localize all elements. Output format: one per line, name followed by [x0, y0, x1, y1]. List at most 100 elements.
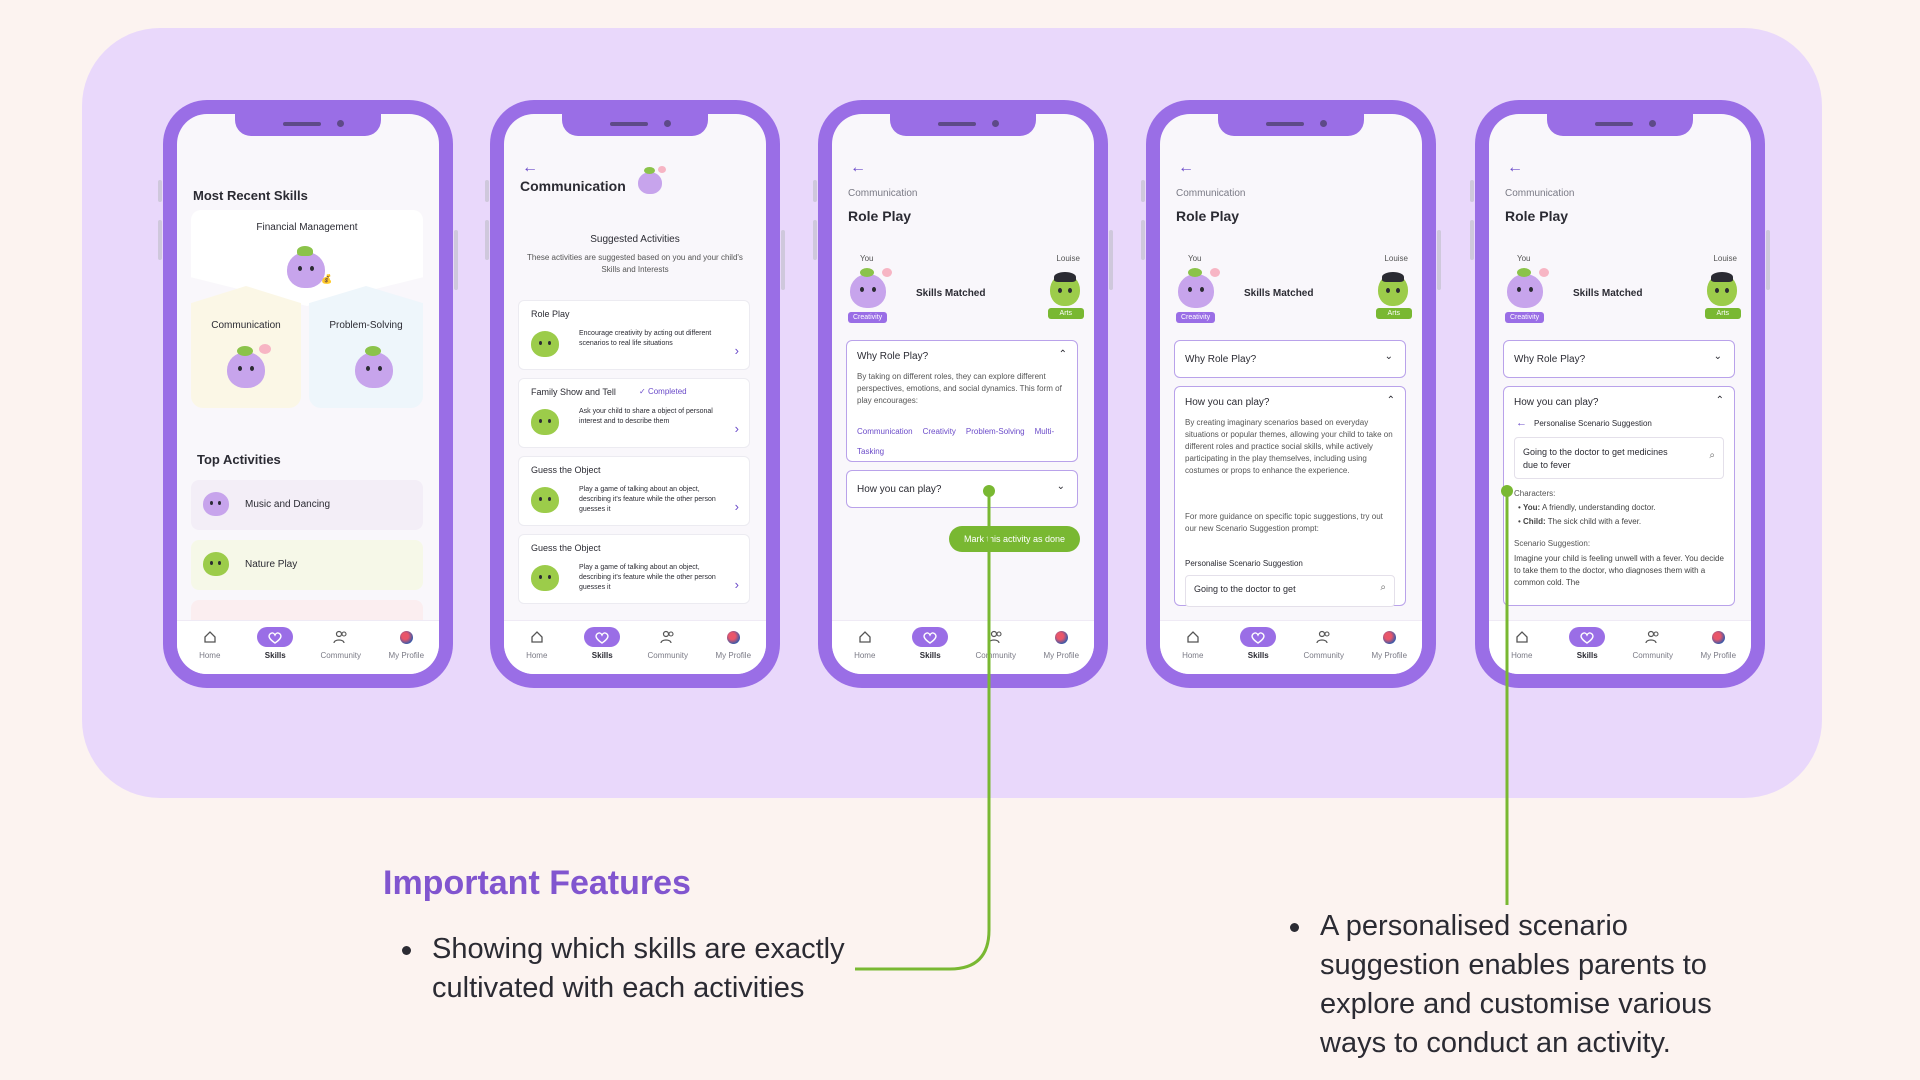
- chevron-down-icon[interactable]: ⌄: [1056, 481, 1065, 492]
- back-arrow-icon[interactable]: ←: [1507, 159, 1523, 176]
- nav-skills[interactable]: Skills: [1559, 627, 1615, 660]
- nav-community[interactable]: Community: [313, 627, 369, 660]
- scenario-input[interactable]: Going to the doctor to get medicines due…: [1514, 437, 1724, 479]
- section-title: Suggested Activities: [590, 234, 680, 245]
- chevron-down-icon[interactable]: ⌄: [1384, 351, 1393, 362]
- nav-community[interactable]: Community: [1296, 627, 1352, 660]
- skill-name: Financial Management: [256, 222, 358, 233]
- chevron-down-icon[interactable]: ⌄: [1713, 351, 1722, 362]
- nav-profile[interactable]: My Profile: [705, 627, 761, 660]
- screen: Most Recent Skills Financial Management …: [177, 114, 439, 674]
- skill-name: Communication: [211, 320, 281, 331]
- nav-community[interactable]: Community: [640, 627, 696, 660]
- mascot-icon: 💰: [287, 246, 332, 288]
- heart-icon: [1580, 631, 1594, 644]
- accordion-how[interactable]: How you can play? ⌃ By creating imaginar…: [1174, 386, 1406, 607]
- skill-chip: Arts: [1375, 308, 1412, 319]
- nav-profile[interactable]: My Profile: [1690, 627, 1746, 660]
- page-title: Communication: [520, 178, 626, 194]
- chevron-right-icon[interactable]: ›: [734, 577, 739, 592]
- personalise-label: Personalise Scenario Suggestion: [1185, 559, 1303, 568]
- phone-most-recent-skills: Most Recent Skills Financial Management …: [158, 100, 458, 688]
- chevron-right-icon[interactable]: ›: [734, 421, 739, 436]
- nav-skills[interactable]: Skills: [574, 627, 630, 660]
- back-arrow-icon[interactable]: ←: [1178, 159, 1194, 176]
- you-label: You: [1188, 254, 1202, 263]
- accordion-how[interactable]: How you can play? ⌄: [846, 470, 1078, 508]
- activity-card[interactable]: Role Play Encourage creativity by acting…: [518, 300, 750, 370]
- page-title: Role Play: [848, 208, 912, 224]
- nav-home[interactable]: Home: [1165, 627, 1221, 660]
- partner-avatar-icon: [1378, 272, 1408, 306]
- nav-skills[interactable]: Skills: [1230, 627, 1286, 660]
- partner-label: Louise: [1713, 254, 1737, 263]
- mascot-icon: [1507, 268, 1549, 308]
- activity-card[interactable]: Guess the Object Play a game of talking …: [518, 456, 750, 526]
- accordion-how[interactable]: How you can play? ⌃ ← Personalise Scenar…: [1503, 386, 1735, 606]
- back-arrow-icon[interactable]: ←: [850, 159, 866, 176]
- accordion-why[interactable]: Why Role Play? ⌃ By taking on different …: [846, 340, 1078, 462]
- community-icon: [333, 630, 347, 644]
- nav-home[interactable]: Home: [509, 627, 565, 660]
- bottom-nav: Home Skills Community My Profile: [177, 620, 439, 674]
- accordion-why[interactable]: Why Role Play? ⌄: [1174, 340, 1406, 378]
- breadcrumb: Communication: [1176, 188, 1246, 199]
- back-arrow-icon[interactable]: ←: [522, 159, 538, 176]
- community-icon: [1316, 630, 1330, 644]
- nav-profile[interactable]: My Profile: [378, 627, 434, 660]
- scenario-input[interactable]: Going to the doctor to get ⌕: [1185, 575, 1395, 607]
- mascot-icon: [227, 344, 271, 388]
- feature-bullet-scenario: A personalised scenario suggestion enabl…: [1290, 907, 1750, 1063]
- nav-profile[interactable]: My Profile: [1033, 627, 1089, 660]
- accordion-why[interactable]: Why Role Play? ⌄: [1503, 340, 1735, 378]
- phone-role-play-how: ← Communication Role Play You Creativity…: [1141, 100, 1441, 688]
- page-title: Role Play: [1176, 208, 1240, 224]
- nav-community[interactable]: Community: [1625, 627, 1681, 660]
- nav-skills[interactable]: Skills: [247, 627, 303, 660]
- skills-matched-label: Skills Matched: [916, 288, 986, 299]
- features-heading: Important Features: [383, 864, 691, 902]
- skill-card-problem-solving[interactable]: Problem-Solving: [309, 286, 423, 408]
- bottom-nav: Home Skills Community My Profile: [1489, 620, 1751, 674]
- activity-card[interactable]: Family Show and Tell ✓ Completed Ask you…: [518, 378, 750, 448]
- skills-matched-label: Skills Matched: [1573, 288, 1643, 299]
- activity-card[interactable]: Guess the Object Play a game of talking …: [518, 534, 750, 604]
- chevron-up-icon[interactable]: ⌃: [1386, 395, 1395, 406]
- chevron-right-icon[interactable]: ›: [734, 499, 739, 514]
- mascot-icon: [638, 166, 666, 194]
- skill-card-communication[interactable]: Communication: [191, 286, 301, 408]
- profile-avatar-icon: [399, 630, 413, 644]
- partner-label: Louise: [1056, 254, 1080, 263]
- profile-avatar-icon: [1054, 630, 1068, 644]
- chevron-up-icon[interactable]: ⌃: [1715, 395, 1724, 406]
- mark-done-button[interactable]: Mark this activity as done: [948, 526, 1080, 552]
- mascot-icon: [203, 552, 229, 576]
- bottom-nav: Home Skills Community My Profile: [832, 620, 1094, 674]
- skills-matched-label: Skills Matched: [1244, 288, 1314, 299]
- phone-role-play-why: ← Communication Role Play You Creativity…: [813, 100, 1113, 688]
- activity-row[interactable]: Music and Dancing: [191, 480, 423, 530]
- mascot-icon: [531, 409, 559, 435]
- home-icon: [859, 631, 871, 643]
- chevron-right-icon[interactable]: ›: [734, 343, 739, 358]
- heart-icon: [595, 631, 609, 644]
- breadcrumb: Communication: [848, 188, 918, 199]
- skill-name: Problem-Solving: [329, 320, 403, 331]
- search-icon: ⌕: [1709, 450, 1715, 461]
- skill-chip: Creativity: [1505, 312, 1545, 323]
- activity-row[interactable]: Nature Play: [191, 540, 423, 590]
- partner-avatar-icon: [1707, 272, 1737, 306]
- nav-skills[interactable]: Skills: [902, 627, 958, 660]
- nav-profile[interactable]: My Profile: [1361, 627, 1417, 660]
- mascot-icon: [531, 331, 559, 357]
- back-arrow-icon[interactable]: ←: [1516, 417, 1527, 429]
- profile-avatar-icon: [1711, 630, 1725, 644]
- heart-icon: [923, 631, 937, 644]
- nav-home[interactable]: Home: [1494, 627, 1550, 660]
- nav-home[interactable]: Home: [182, 627, 238, 660]
- chevron-up-icon[interactable]: ⌃: [1058, 349, 1067, 360]
- nav-community[interactable]: Community: [968, 627, 1024, 660]
- nav-home[interactable]: Home: [837, 627, 893, 660]
